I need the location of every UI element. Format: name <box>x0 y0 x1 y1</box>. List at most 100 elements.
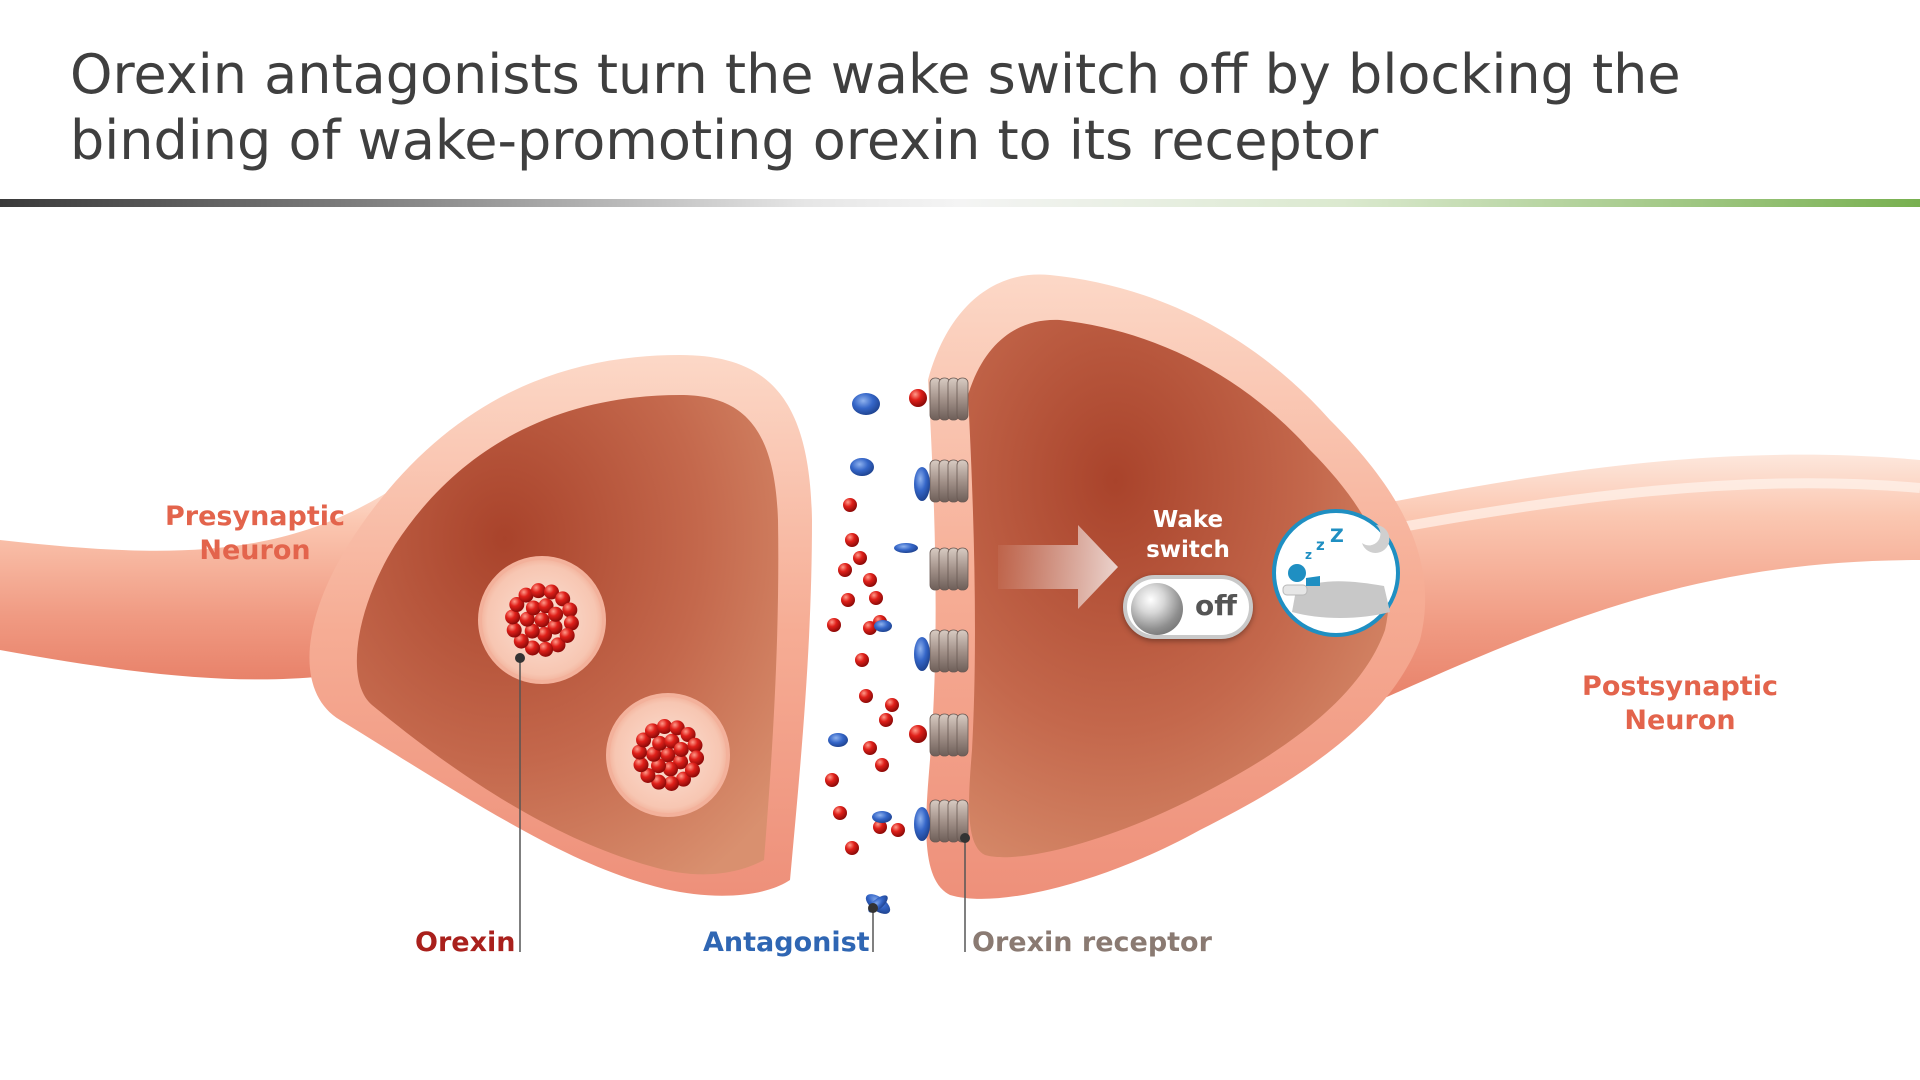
orexin-receptor <box>909 713 969 757</box>
antagonist-molecule <box>894 543 918 553</box>
antagonist-label: Antagonist <box>703 927 870 958</box>
title-line-2: binding of wake-promoting orexin to its … <box>70 109 1379 172</box>
synapse-diagram: z z Z <box>0 274 1920 952</box>
orexin-molecule <box>530 583 546 599</box>
orexin-receptor <box>909 377 969 421</box>
orexin-molecule <box>548 606 564 622</box>
orexin-molecule <box>563 615 579 631</box>
orexin-molecule <box>538 641 554 657</box>
antagonist-molecule <box>865 894 891 914</box>
orexin-molecule <box>562 602 578 618</box>
orexin-molecule <box>631 744 647 760</box>
orexin-molecule <box>845 533 859 547</box>
receptor-leader-dot <box>960 833 970 843</box>
orexin-receptor <box>929 547 969 591</box>
orexin-receptors <box>909 377 969 843</box>
orexin-receptor <box>914 799 969 843</box>
toggle-knob <box>1131 583 1183 635</box>
orexin-molecule <box>673 741 689 757</box>
z-letter-3: Z <box>1330 525 1344 547</box>
orexin-molecule <box>891 823 905 837</box>
slide-title: Orexin antagonists turn the wake switch … <box>70 42 1870 174</box>
orexin-molecule <box>652 735 668 751</box>
orexin-molecule <box>853 551 867 565</box>
orexin-molecule <box>506 622 522 638</box>
orexin-molecule <box>841 593 855 607</box>
orexin-molecule <box>525 600 541 616</box>
orexin-molecule <box>646 746 662 762</box>
antagonist-leader-dot <box>868 903 878 913</box>
orexin-molecule <box>863 573 877 587</box>
antagonist-molecule <box>914 807 930 841</box>
orexin-molecule <box>859 689 873 703</box>
title-line-1: Orexin antagonists turn the wake switch … <box>70 43 1681 106</box>
antagonist-molecule <box>850 458 874 476</box>
orexin-molecule <box>534 612 550 628</box>
orexin-molecule <box>662 761 678 777</box>
orexin-receptor-label: Orexin receptor <box>972 927 1212 958</box>
orexin-molecule <box>650 758 666 774</box>
wake-switch-toggle[interactable]: off <box>1123 575 1253 639</box>
orexin-molecule <box>559 627 575 643</box>
orexin-molecule <box>657 719 673 735</box>
orexin-molecule <box>909 725 927 743</box>
synaptic-cleft-molecules <box>825 393 918 914</box>
orexin-molecule <box>909 389 927 407</box>
orexin-molecule <box>680 727 696 743</box>
postsynaptic-neuron-label: Postsynaptic Neuron <box>1582 671 1778 736</box>
orexin-label: Orexin <box>415 927 516 958</box>
orexin-molecule <box>845 841 859 855</box>
orexin-molecule <box>640 767 656 783</box>
orexin-molecule <box>838 563 852 577</box>
orexin-molecule <box>660 747 676 763</box>
orexin-molecule <box>538 598 554 614</box>
orexin-molecule <box>525 640 541 656</box>
orexin-leader-dot <box>515 653 525 663</box>
title-divider <box>0 199 1920 207</box>
orexin-molecule <box>843 498 857 512</box>
antagonist-molecule <box>874 620 892 632</box>
toggle-state-text: off <box>1195 589 1237 622</box>
orexin-molecule <box>873 820 887 834</box>
orexin-molecule <box>669 720 685 736</box>
orexin-molecule <box>825 773 839 787</box>
orexin-molecule <box>833 806 847 820</box>
postsynaptic-dendrite-highlight <box>1329 478 1920 545</box>
orexin-molecule <box>869 591 883 605</box>
orexin-molecule <box>513 633 529 649</box>
orexin-molecule <box>555 591 571 607</box>
orexin-molecule <box>687 737 703 753</box>
orexin-molecule <box>547 619 563 635</box>
orexin-molecule <box>633 757 649 773</box>
z-letter-2: z <box>1316 536 1325 554</box>
orexin-molecule <box>875 758 889 772</box>
presynaptic-neuron-label: Presynaptic Neuron <box>165 501 346 566</box>
antagonist-molecule <box>914 467 930 501</box>
orexin-molecule <box>689 750 705 766</box>
orexin-molecule <box>827 618 841 632</box>
orexin-molecule <box>879 713 893 727</box>
orexin-molecule <box>855 653 869 667</box>
orexin-molecule <box>524 623 540 639</box>
orexin-molecule <box>684 762 700 778</box>
orexin-molecule <box>509 597 525 613</box>
orexin-molecule <box>550 637 566 653</box>
orexin-molecule <box>644 723 660 739</box>
orexin-molecule <box>863 741 877 755</box>
z-letter-1: z <box>1305 548 1312 562</box>
orexin-molecule <box>518 587 534 603</box>
sleeping-person-icon: z z Z <box>1272 509 1400 637</box>
orexin-molecule <box>505 609 521 625</box>
vesicle-orexin-molecules <box>505 583 705 791</box>
orexin-molecule <box>543 584 559 600</box>
wake-switch-label: Wake switch <box>1146 507 1230 563</box>
orexin-receptor <box>914 459 969 503</box>
orexin-molecule <box>885 698 899 712</box>
antagonist-molecule <box>852 393 880 415</box>
orexin-molecule <box>663 775 679 791</box>
right-arrow-icon <box>998 525 1118 609</box>
orexin-receptor <box>914 629 969 673</box>
antagonist-molecule <box>828 733 848 747</box>
orexin-molecule <box>537 627 553 643</box>
antagonist-molecule <box>872 811 892 823</box>
